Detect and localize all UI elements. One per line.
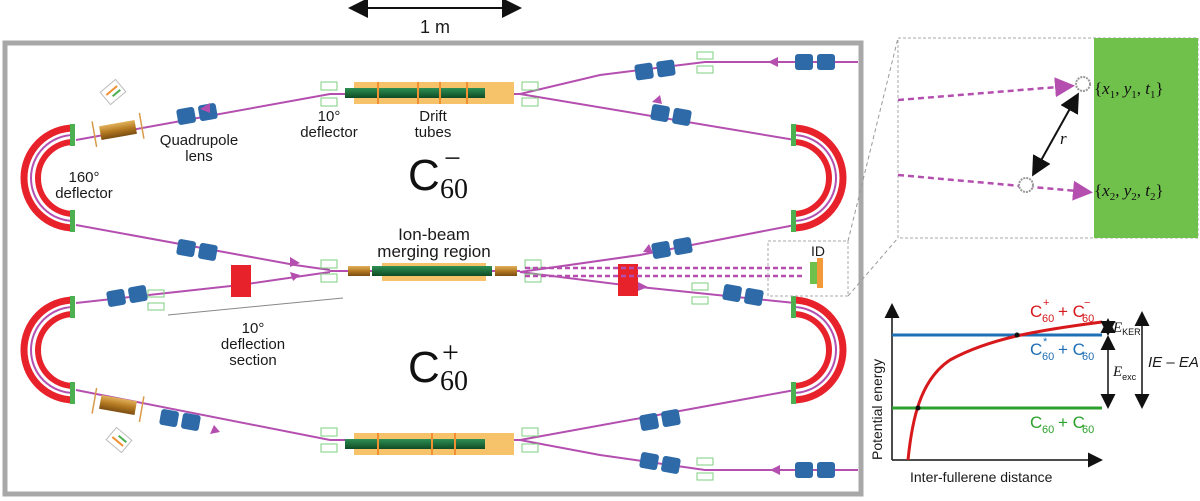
beam-top-right-out [519, 224, 796, 273]
detector-plane [1094, 38, 1198, 238]
svg-text:−: − [1084, 297, 1090, 309]
y-axis-label: Potential energy [869, 359, 885, 460]
crossing-point-ground [915, 405, 921, 411]
exc-label: Eexc [1112, 364, 1137, 382]
hit-1-coordinates: {x1, y1, t1} [1094, 79, 1164, 101]
drift-tubes-label-line1: Drift [419, 108, 447, 125]
deflector-10-label-line1: 10° [318, 108, 341, 125]
x-axis-label: Inter-fullerene distance [910, 469, 1053, 485]
beam-bottom-lower [75, 389, 858, 471]
separation-arrow [1032, 92, 1079, 177]
svg-text:60: 60 [1042, 351, 1054, 363]
svg-text:60: 60 [1082, 313, 1094, 325]
svg-text:60: 60 [1082, 351, 1094, 363]
svg-text:60: 60 [440, 366, 468, 397]
drift-tubes-top [345, 82, 514, 104]
svg-text:C: C [1030, 302, 1042, 321]
merging-label-line1: Ion-beam [398, 225, 470, 244]
deflector-10-label-line2: deflector [300, 124, 358, 141]
drift-tubes-bottom [345, 433, 514, 455]
neutral-beams [525, 266, 805, 278]
svg-text:C: C [1030, 413, 1042, 432]
svg-text:−: − [444, 142, 461, 175]
deflection-section-label-line2: deflection [221, 336, 285, 353]
merging-region-tubes [348, 263, 517, 281]
hit-2-coordinates: {x2, y2, t2} [1094, 181, 1164, 203]
scale-bar-label: 1 m [420, 17, 450, 37]
deflector-160-label-line2: deflector [55, 185, 113, 202]
deflection-block-right [618, 264, 638, 296]
deflector-160-bottom-left [20, 296, 75, 404]
ie-ea-label: IE – EA [1148, 354, 1199, 371]
deflection-section-label-line1: 10° [242, 320, 265, 337]
ion-pair-curve [906, 320, 1103, 461]
svg-text:60: 60 [440, 174, 468, 205]
inset-connector-top [847, 37, 899, 242]
detector-inset: r {x1, y1, t1} {x2, y2, t2} [897, 37, 1199, 239]
svg-text:+: + [1043, 297, 1049, 309]
deflection-section-label-line3: section [229, 352, 277, 369]
svg-text:60: 60 [1042, 313, 1054, 325]
separation-label: r [1060, 129, 1067, 148]
component-labels: 10° deflector Drift tubes Quadrupole len… [55, 108, 490, 369]
ring-label-cation: C 60 + [408, 336, 468, 397]
inset-connector-bottom [847, 237, 899, 297]
scale-bar: 1 m [348, 0, 522, 37]
svg-text:+: + [442, 336, 459, 369]
ring-frame [2, 40, 864, 497]
deflector-160-bottom-right [791, 296, 847, 404]
quadrupole-label-line2: lens [185, 148, 213, 165]
svg-text:*: * [1043, 336, 1048, 348]
merging-label-line2: merging region [377, 242, 490, 261]
crossing-point-excited [1014, 332, 1020, 338]
detector-label: ID [811, 243, 825, 259]
svg-text:C: C [408, 343, 440, 392]
ring-label-anion: C 60 − [408, 142, 468, 205]
svg-text:C: C [408, 151, 440, 200]
ker-label: EKER [1112, 320, 1141, 337]
svg-text:60: 60 [1082, 424, 1094, 436]
deflector-160-top-right [791, 124, 847, 232]
svg-text:+ C: + C [1058, 413, 1085, 432]
drift-tubes-label-line2: tubes [415, 124, 452, 141]
energy-diagram: Potential energy Inter-fullerene distanc… [869, 297, 1199, 485]
fullerene-2-icon [1018, 177, 1034, 193]
svg-text:+ C: + C [1058, 340, 1085, 359]
deflector-160-label-line1: 160° [68, 169, 99, 186]
deflection-block-left [231, 265, 251, 297]
svg-text:+ C: + C [1058, 302, 1085, 321]
brass-lenses [91, 112, 145, 423]
detector: ID [767, 240, 849, 297]
quadrupole-label-line1: Quadrupole [160, 132, 238, 149]
fullerene-hit-1-icon [1075, 76, 1091, 92]
deflection-section-bracket [167, 297, 344, 316]
beam-direction-arrows [200, 57, 780, 475]
beam-top-upper [75, 61, 858, 141]
svg-text:C: C [1030, 340, 1042, 359]
deflector-160-top-left [20, 124, 75, 232]
beam-bottom-right [519, 389, 796, 441]
ion-sources [99, 78, 133, 454]
svg-text:60: 60 [1042, 424, 1054, 436]
